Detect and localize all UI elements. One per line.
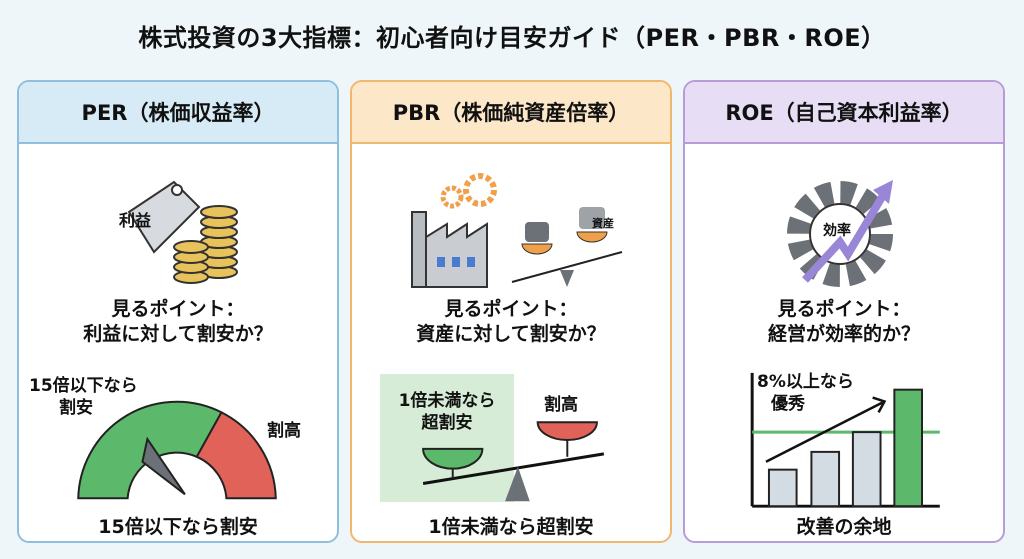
factory-scale-icon [411, 173, 623, 288]
per-footer: 15倍以下なら割安 [98, 516, 258, 538]
pbr-threshold-label: 1倍未満なら超割安 [398, 391, 496, 433]
pbr-expensive-label: 割高 [544, 395, 578, 415]
roe-card: ROE（自己資本利益率） 効率 見るポイント：経営が効率的か？ 8%以上なら優秀… [683, 80, 1005, 543]
per-threshold-label: 15倍以下なら割安 [29, 376, 138, 418]
balance-scale-icon [422, 421, 605, 502]
pbr-point: 見るポイント：資産に対して割安か？ [416, 298, 606, 345]
bar-3 [851, 431, 882, 508]
page-title: 株式投資の3大指標：初心者向け目安ガイド（PER・PBR・ROE） [138, 24, 886, 52]
roe-threshold-label: 8%以上なら優秀 [757, 372, 854, 414]
pbr-header: PBR（株価純資産倍率） [352, 82, 670, 144]
per-expensive-label: 割高 [267, 421, 301, 441]
gauge-icon [77, 400, 277, 500]
bar-4 [893, 388, 924, 508]
pbr-footer: 1倍未満なら超割安 [428, 516, 594, 538]
per-point: 見るポイント：利益に対して割安か？ [83, 298, 273, 345]
price-tag-coins-icon [127, 180, 238, 284]
roe-footer: 改善の余地 [796, 516, 892, 538]
gear-label: 効率 [823, 223, 851, 239]
pbr-card: PBR（株価純資産倍率） 資産 見るポイント：資産に対して割安か？ 1倍未満なら… [350, 80, 672, 543]
bar-1 [767, 468, 798, 508]
roe-header: ROE（自己資本利益率） [685, 82, 1003, 144]
tag-label: 利益 [119, 211, 152, 230]
per-header: PER（株価収益率） [19, 82, 337, 144]
roe-point: 見るポイント：経営が効率的か？ [767, 298, 920, 345]
weight-label: 資産 [592, 217, 614, 230]
bar-2 [810, 450, 841, 508]
bar-chart-icon [750, 372, 940, 508]
per-card: PER（株価収益率） 利益 見るポイント：利益に対して割安か？ 15倍以下なら割… [17, 80, 339, 543]
gear-arrow-icon [787, 180, 893, 287]
